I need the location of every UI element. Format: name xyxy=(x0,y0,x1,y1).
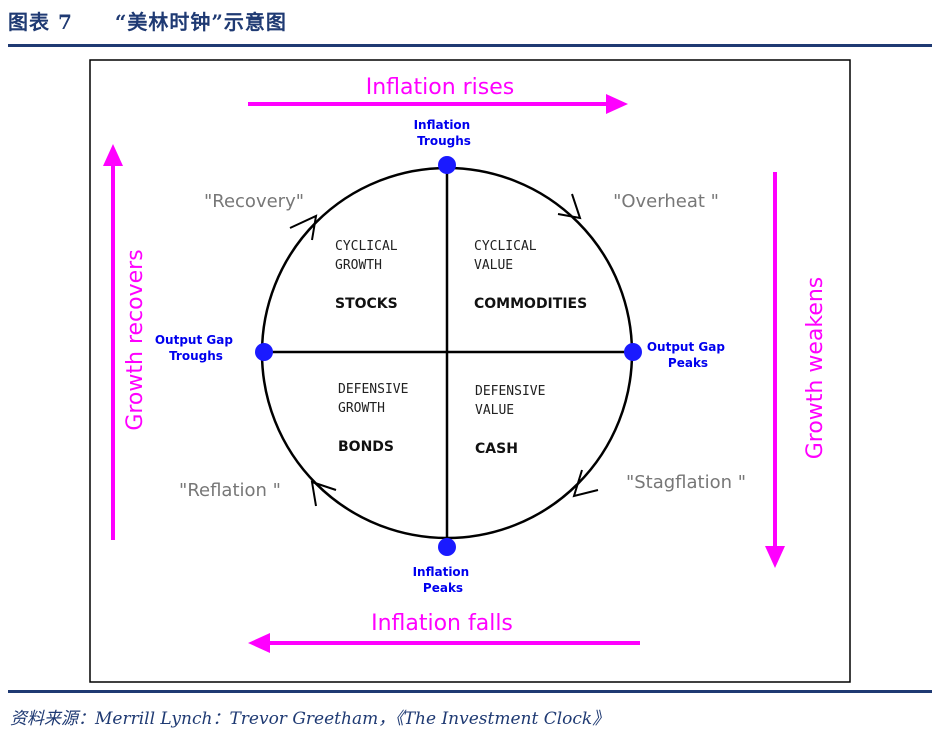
bottom-right-quadrant-asset: CASH xyxy=(475,441,518,457)
growth-weakens-arrowhead xyxy=(765,546,785,568)
top-right-quadrant-line1: CYCLICAL xyxy=(474,239,537,254)
bottom-left-quadrant-line2: GROWTH xyxy=(338,401,385,416)
output-gap-peaks-label: Output Gap Peaks xyxy=(647,340,729,370)
output-gap-peaks-point xyxy=(624,343,642,361)
source-note: 资料来源：Merrill Lynch：Trevor Greetham，《The … xyxy=(10,709,610,729)
figure-title: 图表 7 “美林时钟”示意图 xyxy=(8,10,287,34)
bottom-right-quadrant-line2: VALUE xyxy=(475,403,514,418)
top-left-quadrant-asset: STOCKS xyxy=(335,296,398,312)
inflation-rises-arrowhead xyxy=(606,94,628,114)
bottom-left-quadrant-line1: DEFENSIVE xyxy=(338,382,408,397)
recovery-direction-arrow xyxy=(289,214,318,241)
output-gap-troughs-label: Output Gap Troughs xyxy=(155,333,237,363)
stagflation-phase-label: "Stagflation " xyxy=(626,472,746,493)
reflation-direction-arrow xyxy=(310,480,337,507)
top-rule xyxy=(8,44,932,47)
reflation-phase-label: "Reflation " xyxy=(179,480,281,501)
inflation-rises-label: Inflation rises xyxy=(366,75,515,100)
bottom-right-quadrant-line1: DEFENSIVE xyxy=(475,384,545,399)
output-gap-peaks-line1: Output Gap xyxy=(647,340,725,354)
top-right-quadrant-line2: VALUE xyxy=(474,258,513,273)
output-gap-peaks-line2: Peaks xyxy=(668,356,708,370)
inflation-peaks-label: Inflation Peaks xyxy=(413,565,474,595)
inflation-troughs-label: Inflation Troughs xyxy=(414,118,475,148)
bottom-left-quadrant-asset: BONDS xyxy=(338,439,394,455)
top-right-quadrant-asset: COMMODITIES xyxy=(474,296,587,312)
inflation-peaks-point xyxy=(438,538,456,556)
inflation-troughs-line2: Troughs xyxy=(417,134,471,148)
output-gap-troughs-line2: Troughs xyxy=(169,349,223,363)
inflation-troughs-point xyxy=(438,156,456,174)
inflation-falls-arrowhead xyxy=(248,633,270,653)
diagram-frame xyxy=(89,59,851,683)
inflation-peaks-line1: Inflation xyxy=(413,565,470,579)
stagflation-direction-arrow xyxy=(572,469,599,498)
top-left-quadrant-line2: GROWTH xyxy=(335,258,382,273)
output-gap-troughs-line1: Output Gap xyxy=(155,333,233,347)
growth-recovers-label: Growth recovers xyxy=(123,249,148,430)
inflation-falls-label: Inflation falls xyxy=(371,611,513,636)
growth-recovers-arrowhead xyxy=(103,144,123,166)
growth-weakens-label: Growth weakens xyxy=(803,277,828,460)
bottom-rule xyxy=(8,690,932,693)
overheat-phase-label: "Overheat " xyxy=(613,191,719,212)
recovery-phase-label: "Recovery" xyxy=(204,191,304,212)
inflation-troughs-line1: Inflation xyxy=(414,118,471,132)
top-left-quadrant-line1: CYCLICAL xyxy=(335,239,398,254)
output-gap-troughs-point xyxy=(255,343,273,361)
overheat-direction-arrow xyxy=(557,193,582,220)
inflation-peaks-line2: Peaks xyxy=(423,581,463,595)
